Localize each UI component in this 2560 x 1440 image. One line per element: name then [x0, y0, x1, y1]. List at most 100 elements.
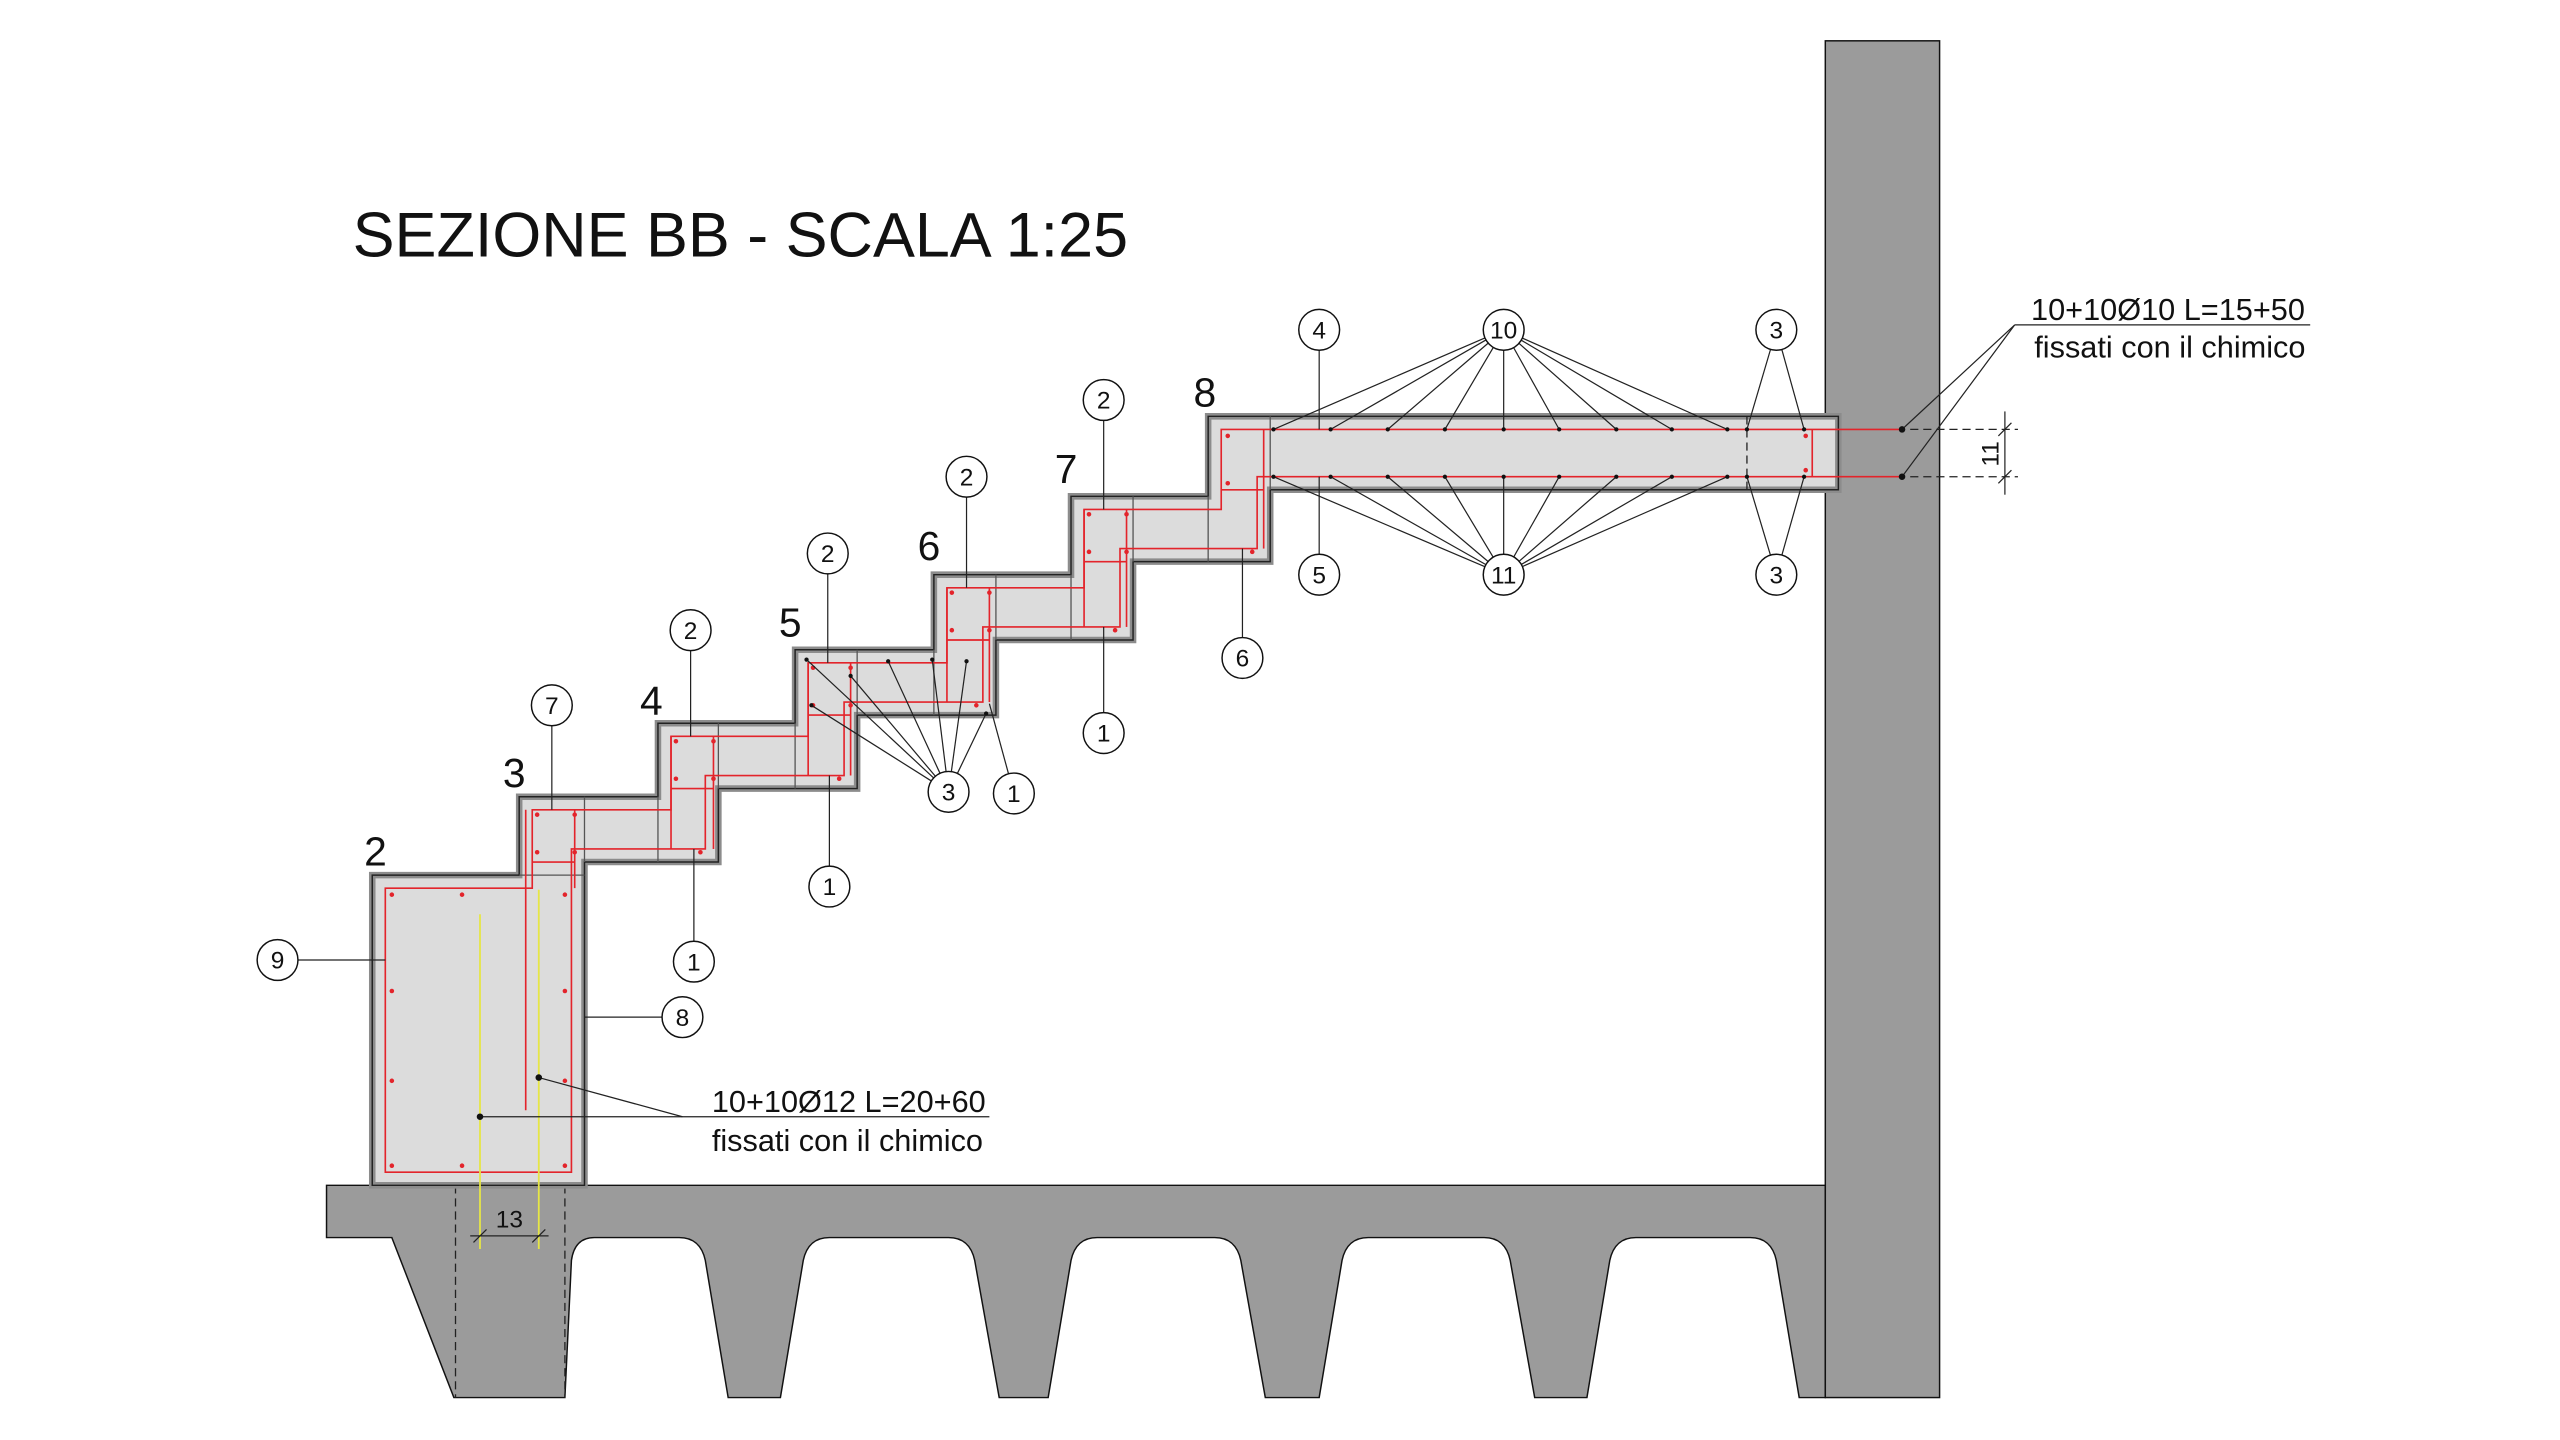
callout-bubble: 3	[927, 770, 970, 813]
callout-bubble: 5	[1298, 553, 1341, 596]
callout-circle	[1482, 553, 1525, 596]
step-numbers: 2 3 4 5 6 7 8	[364, 370, 1216, 875]
callout-bubble: 1	[808, 865, 851, 908]
callout-bubble: 2	[806, 532, 849, 575]
callout-label: 2	[960, 464, 974, 491]
leader-target-dot	[1744, 474, 1750, 479]
rebar-section-dot	[389, 1078, 395, 1084]
leader-line	[1444, 347, 1494, 430]
rebar-section-dot	[949, 627, 955, 633]
rebar-section-dot	[1086, 549, 1092, 555]
leader-target-dot	[1501, 427, 1506, 432]
leader-target-dot	[804, 657, 809, 662]
rebar-section-dot	[389, 892, 395, 897]
rebar-section-dot	[848, 665, 853, 671]
leader-line	[1901, 324, 2016, 478]
leader-target-dot	[1271, 474, 1276, 479]
dimension-tick	[1997, 469, 2012, 484]
floor-slab-group	[325, 1184, 1827, 1399]
rebar-section-dot	[389, 1163, 395, 1168]
staircase	[368, 413, 1842, 1189]
dimension-tick	[473, 1228, 487, 1243]
callout-bubble: 2	[669, 609, 712, 652]
leader-line	[1273, 337, 1486, 430]
dimension-value: 11	[1977, 441, 2004, 466]
callout-circle	[672, 940, 716, 983]
callout-bubble: 3	[1755, 553, 1798, 596]
leader-line	[1444, 476, 1494, 558]
rebar-section-dot	[673, 738, 679, 744]
leader-target-dot	[1442, 474, 1448, 479]
rebar-section-dot	[534, 812, 540, 817]
callout-bubble: 4	[1298, 308, 1341, 351]
step-number: 7	[1055, 446, 1078, 492]
leader-line	[1522, 476, 1728, 568]
callout-circle	[530, 684, 573, 727]
leader-line	[1513, 347, 1560, 430]
leader-line	[806, 659, 935, 779]
rebar-section-dot	[1112, 627, 1118, 633]
leader-target-dot	[1385, 474, 1390, 479]
callout-label: 5	[1312, 562, 1326, 589]
leader-target-dot	[1557, 474, 1562, 479]
callout-bubble: 3	[1755, 308, 1798, 351]
callout-leaders	[297, 350, 1320, 1018]
rebar-section-dot	[848, 703, 853, 708]
callout-bubble: 9	[256, 938, 299, 982]
rebar-section-dot	[562, 1078, 568, 1084]
callout-circle	[1221, 636, 1264, 680]
leader-line	[1273, 476, 1486, 568]
leader-target-dot	[1669, 474, 1674, 479]
callout-bubble: 1	[672, 940, 716, 983]
rebar-section-dot	[459, 1163, 465, 1168]
leader-line	[811, 704, 932, 782]
callouts: 9 8 7 2 2 2 2 1 1 3 1 1 6 4 10 3 5 11 3	[256, 308, 1798, 1039]
dimension-tick	[531, 1228, 546, 1243]
leader-line	[931, 659, 947, 772]
step-number: 2	[364, 828, 387, 874]
leader-line	[1520, 339, 1673, 430]
leader-line	[1518, 476, 1617, 562]
leader-target-dot	[1328, 474, 1333, 479]
rebar-section-dot	[1249, 549, 1255, 555]
leader-line	[1746, 476, 1772, 556]
rebar-section-dot	[987, 590, 992, 595]
leader-target-dot	[848, 673, 853, 679]
rebar-section-dot	[562, 892, 568, 897]
reinforcement	[384, 428, 1903, 1249]
callout-label: 2	[1097, 388, 1111, 415]
callout-circle	[806, 532, 849, 575]
leader-line	[1781, 349, 1805, 430]
rebar-section-dot	[673, 776, 679, 782]
rebar-section-dot	[562, 988, 568, 994]
rebar-section-dot	[1225, 433, 1231, 439]
callout-circle	[808, 865, 851, 908]
callout-circle	[669, 609, 712, 652]
rebar-section-dot	[459, 892, 465, 897]
leader-line	[988, 703, 1010, 774]
wall	[1824, 40, 1941, 1399]
leader-target-dot	[886, 659, 891, 664]
rebar-section-dot	[572, 849, 577, 855]
leader-target-dot	[1744, 427, 1750, 432]
callout-circle	[256, 938, 299, 982]
stair-outline	[371, 415, 1840, 1187]
callout-circle	[1755, 553, 1798, 596]
note-landing-anchors: 10+10Ø10 L=15+50 fissati con il chimico	[1898, 292, 2311, 480]
step-number: 6	[918, 523, 941, 569]
anchor-point-dot	[476, 1113, 484, 1120]
stair-concrete	[368, 413, 1842, 1189]
callout-circle	[992, 772, 1036, 815]
callout-circle	[1298, 553, 1341, 596]
leader-line	[887, 660, 941, 774]
callout-circle	[1755, 308, 1798, 351]
callout-label: 7	[545, 693, 559, 720]
step-number: 5	[779, 600, 802, 646]
callout-bubble: 10	[1482, 308, 1525, 351]
rebar-section-dot	[1124, 549, 1129, 555]
rebar-section-dot	[836, 776, 842, 782]
fan-leaders	[804, 337, 1807, 782]
anchor-point-dot	[1898, 426, 1906, 433]
callout-bubble: 2	[1082, 378, 1125, 422]
